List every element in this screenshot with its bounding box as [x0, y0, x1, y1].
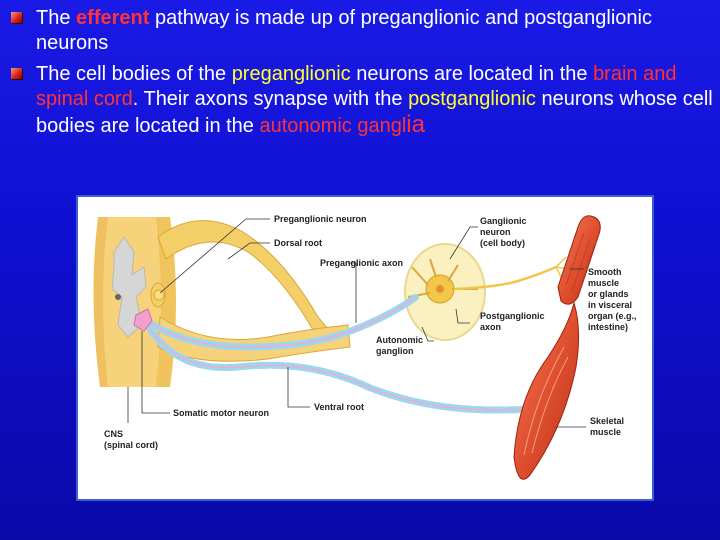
label-smooth-muscle-3: or glands — [588, 289, 629, 299]
label-smooth-muscle-2: muscle — [588, 278, 619, 288]
autonomic-ganglion — [404, 243, 486, 341]
label-smooth-muscle-6: intestine) — [588, 322, 628, 332]
label-ganglionic-neuron-3: (cell body) — [480, 238, 525, 248]
leader-lines — [127, 218, 586, 428]
label-smooth-muscle-4: in visceral — [588, 300, 632, 310]
bullet-item: The cell bodies of the preganglionic neu… — [6, 62, 714, 139]
label-smooth-muscle-1: Smooth — [588, 267, 622, 277]
somatic-motor-neuron-cell — [133, 308, 153, 332]
preganglionic-neuron-cell — [153, 289, 165, 301]
preganglionic-axon — [144, 293, 420, 351]
bullet-marker-icon — [11, 12, 22, 23]
spinal-cord — [93, 217, 176, 387]
label-dorsal-root: Dorsal root — [274, 238, 322, 248]
efferent-pathway-diagram: Preganglionic neuron Dorsal root Pregang… — [76, 195, 654, 501]
bullet-list: The efferent pathway is made up of prega… — [6, 6, 714, 145]
bullet-marker-icon — [11, 68, 22, 79]
bullet-text: The efferent pathway is made up of prega… — [36, 7, 652, 54]
bullet-item: The efferent pathway is made up of prega… — [6, 6, 714, 56]
bullet-text: The cell bodies of the preganglionic neu… — [36, 63, 713, 138]
label-ventral-root: Ventral root — [314, 402, 364, 412]
label-cns-2: (spinal cord) — [104, 440, 158, 450]
label-preganglionic-neuron: Preganglionic neuron — [274, 214, 367, 224]
spinal-nerve — [157, 316, 351, 362]
label-postganglionic-axon-2: axon — [480, 322, 501, 332]
label-autonomic-ganglion-2: ganglion — [376, 346, 414, 356]
skeletal-muscle — [513, 301, 580, 480]
diagram-svg: Preganglionic neuron Dorsal root Pregang… — [93, 214, 637, 480]
label-ganglionic-neuron-2: neuron — [480, 227, 511, 237]
label-autonomic-ganglion-1: Autonomic — [376, 335, 423, 345]
label-somatic-motor-neuron: Somatic motor neuron — [173, 408, 269, 418]
label-skeletal-muscle-2: muscle — [590, 427, 621, 437]
label-cns-1: CNS — [104, 429, 123, 439]
smooth-muscle — [557, 215, 601, 305]
label-preganglionic-axon: Preganglionic axon — [320, 258, 403, 268]
label-skeletal-muscle-1: Skeletal — [590, 416, 624, 426]
label-smooth-muscle-5: organ (e.g., — [588, 311, 637, 321]
label-postganglionic-axon-1: Postganglionic — [480, 311, 545, 321]
label-ganglionic-neuron-1: Ganglionic — [480, 216, 527, 226]
